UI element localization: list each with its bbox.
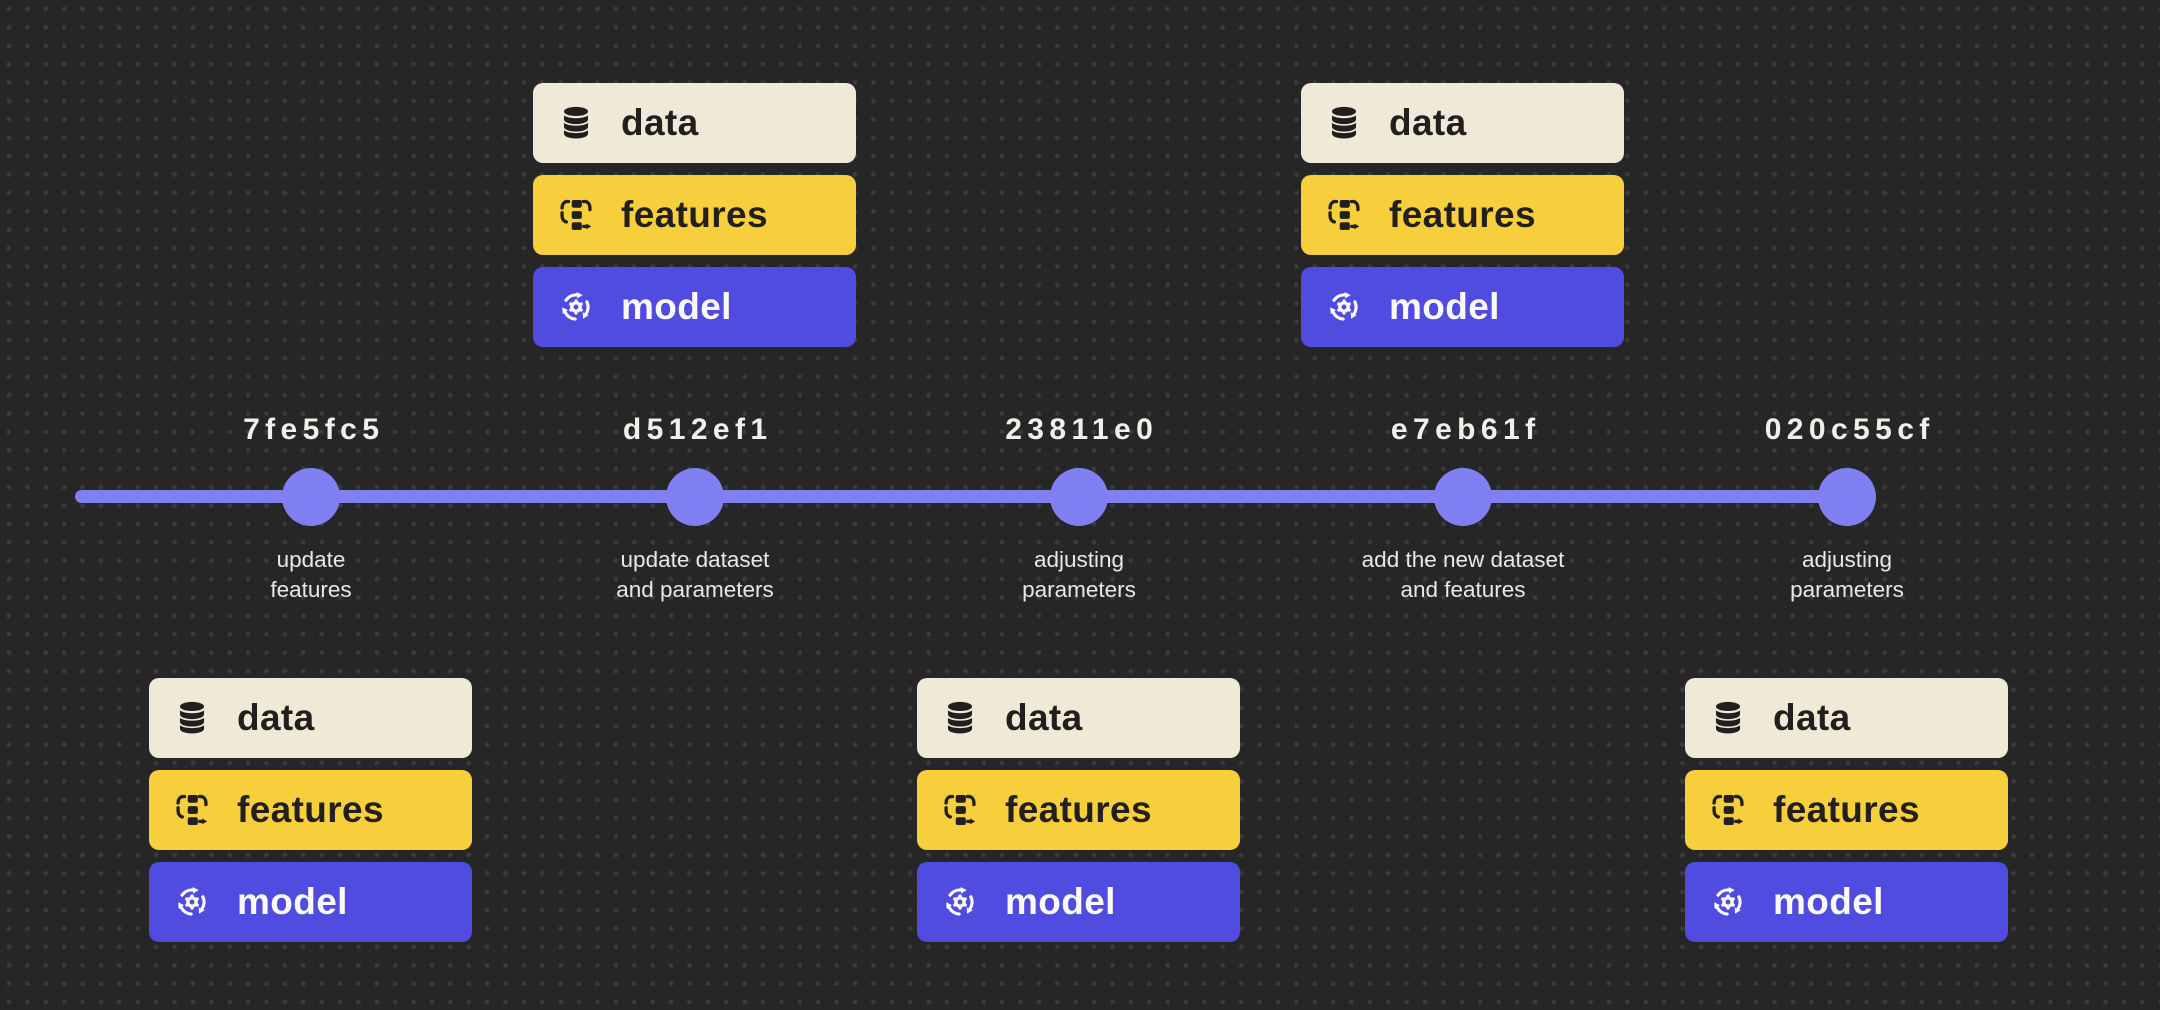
model-card-label: model [1389,286,1500,327]
data-card: data [533,83,856,163]
commit-node-dot [282,468,340,526]
commit-hash: 020c55cf [1764,413,1935,446]
features-card-label: features [1005,789,1152,830]
data-card-label: data [1773,697,1851,738]
model-card-label: model [1773,881,1884,922]
commit-hash: e7eb61f [1390,413,1541,446]
features-card-label: features [621,194,768,235]
card-stack-above-commit-4: data features [1301,83,1624,347]
commit-caption: adjusting parameters [1790,547,1904,602]
model-card: model [1301,267,1624,347]
database-icon [1331,106,1357,139]
commit-node-dot [666,468,724,526]
card-stack-below-commit-1: data features [149,678,472,942]
commit-node-dot [1050,468,1108,526]
model-card: model [149,862,472,942]
features-card: features [1685,770,2008,850]
commit-hash: 7fe5fc5 [243,413,385,446]
commit-caption: add the new dataset and features [1361,547,1565,602]
model-card: model [917,862,1240,942]
features-card: features [1301,175,1624,255]
commit-hash: 23811e0 [1005,413,1159,446]
model-card-label: model [1005,881,1116,922]
data-card-label: data [1005,697,1083,738]
gear-cycle-icon [946,886,974,916]
features-card: features [533,175,856,255]
gear-cycle-icon [1714,886,1742,916]
transform-list-icon [1328,199,1360,231]
model-card-label: model [237,881,348,922]
model-card: model [1685,862,2008,942]
data-card-label: data [621,102,699,143]
commit-node-dot [1434,468,1492,526]
features-card: features [917,770,1240,850]
commit-caption: update dataset and parameters [616,547,774,602]
commit-caption: update features [270,547,352,602]
data-card: data [917,678,1240,758]
data-card-label: data [1389,102,1467,143]
model-card: model [533,267,856,347]
gear-cycle-icon [178,886,206,916]
data-card: data [149,678,472,758]
database-icon [947,701,973,734]
model-card-label: model [621,286,732,327]
commit-hash: d512ef1 [622,413,773,446]
features-card-label: features [1773,789,1920,830]
data-card: data [1301,83,1624,163]
transform-list-icon [1712,794,1744,826]
features-card: features [149,770,472,850]
card-stack-above-commit-2: data features [533,83,856,347]
card-stack-below-commit-5: data features [1685,678,2008,942]
gear-cycle-icon [562,291,590,321]
timeline-line [75,490,1847,503]
transform-list-icon [944,794,976,826]
database-icon [1715,701,1741,734]
gear-cycle-icon [1330,291,1358,321]
transform-list-icon [560,199,592,231]
features-card-label: features [237,789,384,830]
card-stack-below-commit-3: data features [917,678,1240,942]
data-card: data [1685,678,2008,758]
commit-node-dot [1818,468,1876,526]
data-card-label: data [237,697,315,738]
database-icon [179,701,205,734]
transform-list-icon [176,794,208,826]
database-icon [563,106,589,139]
features-card-label: features [1389,194,1536,235]
commit-caption: adjusting parameters [1022,547,1136,602]
